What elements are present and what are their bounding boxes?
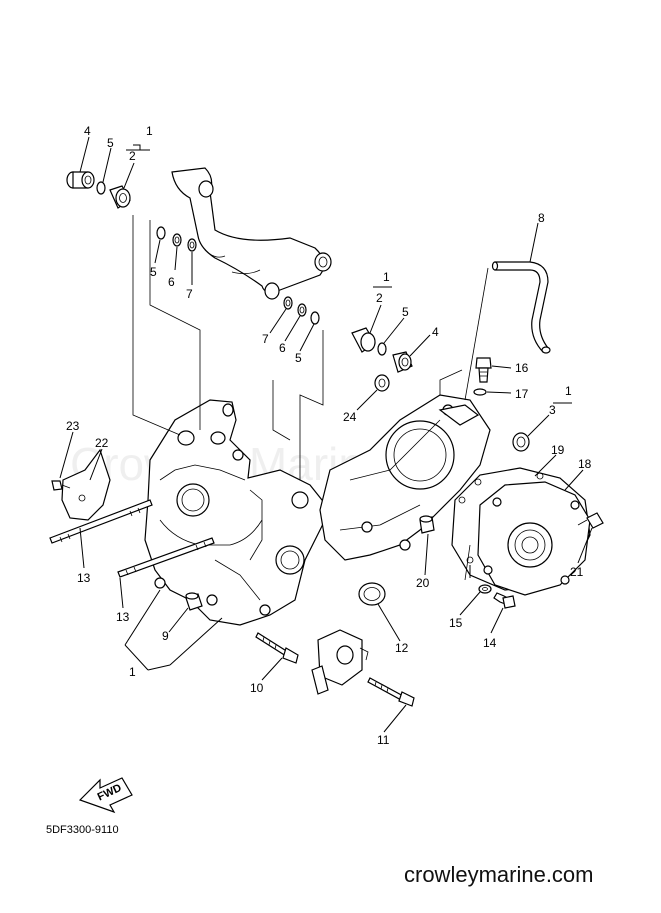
callout-24: 24 [343,410,357,424]
oring-5-top-left [96,181,106,195]
callout-2-top: 2 [129,149,136,163]
mount-bracket-arm [171,167,332,300]
bushing-2-center [351,327,376,353]
fwd-arrow-icon: FWD [78,777,133,814]
callout-5-center-low: 5 [295,351,302,365]
callout-5-top: 5 [107,136,114,150]
washer-set-center [283,296,320,325]
callout-14: 14 [483,636,497,650]
callout-5-center: 5 [402,305,409,319]
oring-5-center [377,342,387,356]
callout-23: 23 [66,419,80,433]
callout-19: 19 [551,443,565,457]
callout-6-left: 6 [168,275,175,289]
bushing-2-top-left [109,185,131,209]
callout-16: 16 [515,361,529,375]
callout-3: 3 [549,403,556,417]
oil-seal-12 [358,582,386,606]
bushing-4-top-left [66,171,95,189]
site-name: crowleymarine.com [404,862,594,887]
callout-21: 21 [570,565,584,579]
tensioner-assembly [311,629,369,695]
callout-4-top: 4 [84,124,91,138]
oring-17 [473,388,487,396]
callout-1-center: 1 [383,270,390,284]
diagram-part-code: 5DF3300-9110 [46,824,119,836]
bushing-4-center [392,351,413,373]
callout-8: 8 [538,211,545,225]
callout-11: 11 [377,733,390,747]
callout-1-bottom: 1 [129,665,136,679]
dowel-9 [185,592,203,611]
callout-4-center: 4 [432,325,439,339]
drain-plug-16 [475,357,492,383]
callout-1-top: 1 [146,124,153,138]
stud-13-upper [49,499,153,544]
callout-17: 17 [515,387,529,401]
leader-lines [59,136,593,733]
washer-set-left [156,226,197,252]
breather-hose-8 [491,261,551,354]
side-cover-18 [477,481,591,596]
crankcase-left-half [144,399,331,626]
cover-plate-22 [61,448,111,521]
callout-20: 20 [416,576,430,590]
callout-18: 18 [578,457,592,471]
callout-9: 9 [162,629,169,643]
callout-22: 22 [95,436,109,450]
dowel-20 [419,515,435,534]
bolt-21 [577,512,604,529]
callout-6-center: 6 [279,341,286,355]
callout-7-center: 7 [262,332,269,346]
bolt-10 [255,632,299,664]
bolt-11 [367,677,415,707]
callout-15: 15 [449,616,463,630]
callout-5-left: 5 [150,265,157,279]
bushing-24 [374,374,390,392]
bolt-23 [51,480,71,491]
callout-12: 12 [395,641,409,655]
washer-15 [478,584,492,594]
callout-2-center: 2 [376,291,383,305]
crankcase-right-half [319,394,491,561]
bushing-3 [512,432,530,452]
callout-10: 10 [250,681,264,695]
callout-13-upper: 13 [77,571,91,585]
callout-7-left: 7 [186,287,193,301]
callout-13-lower: 13 [116,610,130,624]
callout-1-right: 1 [565,384,572,398]
bolt-14 [493,592,516,609]
stud-13-lower [117,537,215,578]
